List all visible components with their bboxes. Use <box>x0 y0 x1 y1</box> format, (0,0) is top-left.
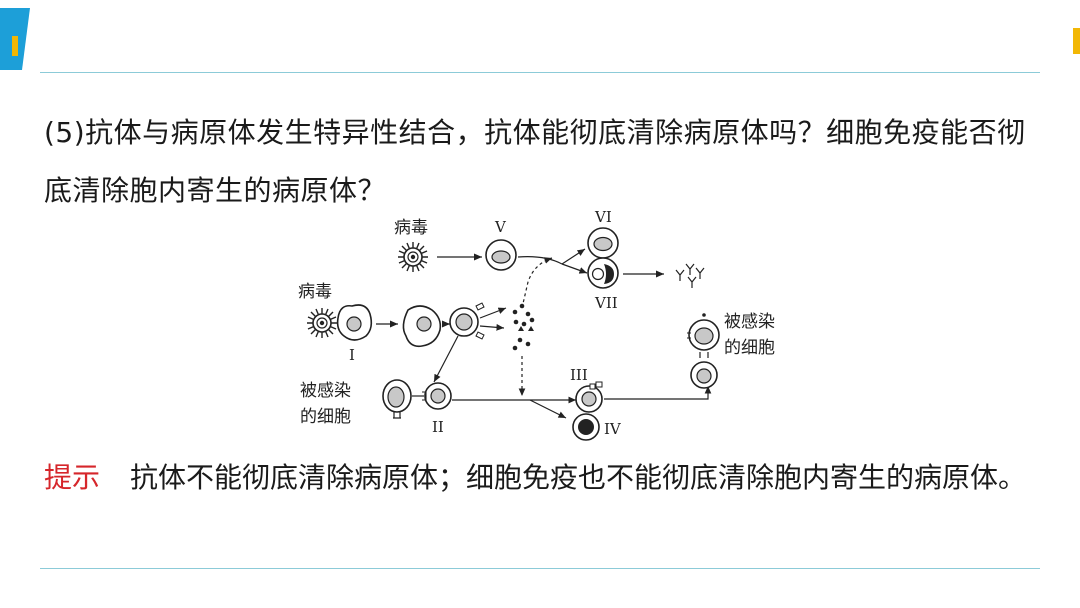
label-ii: II <box>432 418 444 436</box>
cell-iii <box>575 381 603 413</box>
branch-line <box>517 256 563 265</box>
cell-i <box>336 304 373 341</box>
arrow-iii-to-target <box>604 386 712 400</box>
cell-vi <box>587 227 619 259</box>
answer-text: 抗体不能彻底清除病原体；细胞免疫也不能彻底清除胞内寄生的病原体。 <box>130 461 1027 494</box>
cytokine-particles <box>512 303 535 351</box>
bottom-divider <box>40 568 1040 569</box>
immune-response-diagram: 病毒 V VI VII 病毒 <box>298 208 775 441</box>
label-vii: VII <box>594 294 618 312</box>
label-v: V <box>494 218 507 236</box>
cell-vii <box>587 257 619 289</box>
corner-accent-right <box>1073 28 1080 54</box>
infected-cell-label-right-2: 的细胞 <box>724 338 775 358</box>
infected-cell-label-left-2: 的细胞 <box>300 407 351 427</box>
cell-iv <box>572 413 600 441</box>
cell-v <box>485 239 517 271</box>
answer-paragraph: 提示抗体不能彻底清除病原体；细胞免疫也不能彻底清除胞内寄生的病原体。 <box>44 450 1044 506</box>
infected-cell-right <box>687 313 720 389</box>
label-iv: IV <box>604 420 622 438</box>
virus-icon-left <box>307 308 337 338</box>
infected-cell-label-right-1: 被感染 <box>724 312 775 332</box>
label-i: I <box>349 346 355 364</box>
antibody-icons <box>675 263 705 288</box>
virus-label-left: 病毒 <box>298 282 332 302</box>
virus-icon-top <box>398 242 428 272</box>
infected-cell-left <box>382 379 412 419</box>
top-divider <box>40 72 1040 73</box>
virus-label-top: 病毒 <box>394 218 428 238</box>
antigen-presenting-cell <box>402 305 442 348</box>
infected-cell-label-left-1: 被感染 <box>300 381 351 401</box>
hint-label: 提示 <box>44 461 101 494</box>
cell-ii <box>422 382 452 410</box>
label-iii: III <box>570 366 588 384</box>
helper-t-cell <box>449 302 485 340</box>
corner-accent-left <box>0 8 30 70</box>
dashed-arrow-to-v <box>521 257 553 309</box>
question-text: (5)抗体与病原体发生特异性结合，抗体能彻底清除病原体吗？细胞免疫能否彻底清除胞… <box>44 116 1026 207</box>
label-vi: VI <box>594 208 612 226</box>
